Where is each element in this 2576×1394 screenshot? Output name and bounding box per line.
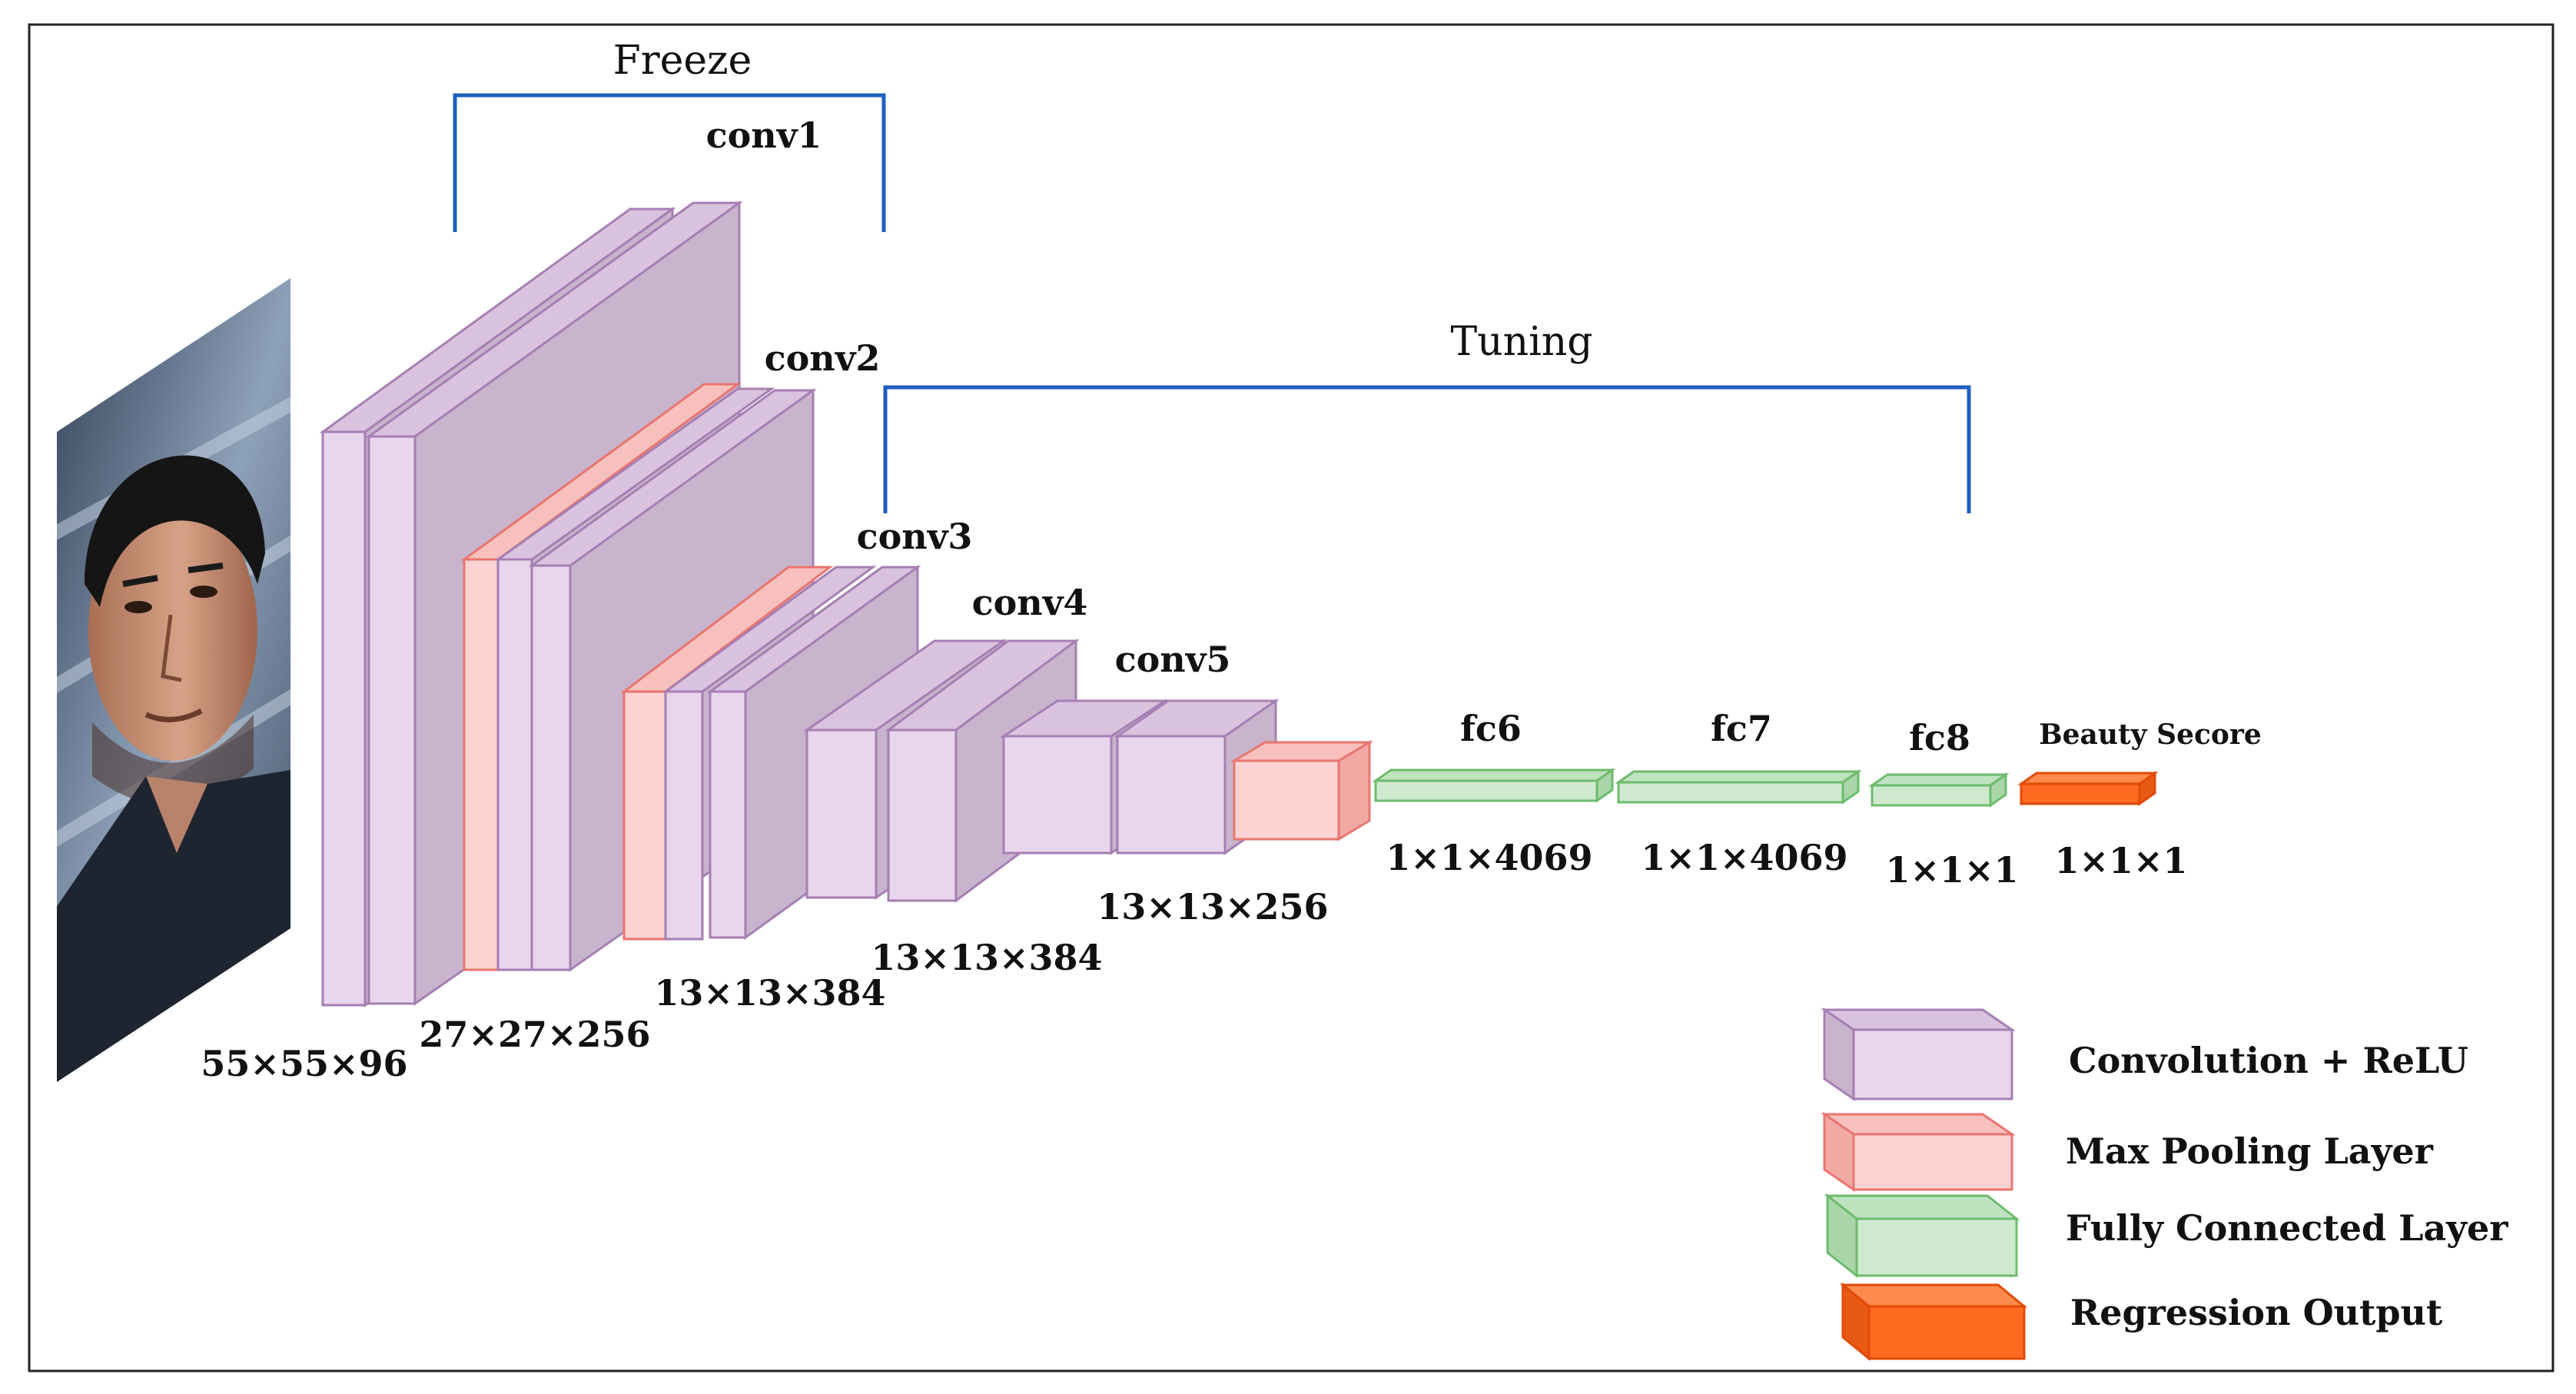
fc8-bar [1868,772,2010,808]
fc7-bar [1615,769,1862,805]
legend: Convolution + ReLU Max Pooling Layer Ful… [1821,1007,2508,1362]
conv5-dims: 13×13×256 [1097,886,1328,928]
face-photo-icon [57,278,290,1082]
conv2-label: conv2 [765,337,881,379]
conv5-block [999,699,1374,855]
fc8-label: fc8 [1909,717,1970,758]
fc6-dims: 1×1×4069 [1386,837,1592,878]
legend-pool-swatch [1821,1112,2016,1192]
figure-frame [28,23,2554,1372]
conv4-dims: 13×13×384 [871,937,1102,978]
conv1-label: conv1 [706,115,822,156]
fc8-dims: 1×1×1 [1885,849,2018,891]
fc7-label: fc7 [1711,708,1772,749]
conv2-slab-1 [494,387,775,971]
conv3-pool-slab [620,566,834,941]
tuning-bracket: Tuning [883,319,1971,513]
conv5-label: conv5 [1115,639,1231,680]
conv5-pool [1230,740,1374,841]
legend-conv-label: Convolution + ReLU [2069,1040,2468,1081]
freeze-label: Freeze [613,38,752,84]
legend-fc-swatch [1824,1193,2020,1279]
legend-reg-swatch [1839,1282,2028,1362]
fc7-dims: 1×1×4069 [1641,837,1847,878]
output-dims: 1×1×1 [2054,840,2187,881]
conv2-dims: 27×27×256 [419,1014,650,1055]
conv4-label: conv4 [972,582,1088,623]
conv3-label: conv3 [857,516,973,557]
regression-output-bar [2017,771,2159,806]
legend-conv-swatch [1821,1007,2016,1101]
conv3-dims: 13×13×384 [654,972,885,1014]
conv1-dims: 55×55×96 [201,1043,407,1084]
freeze-bracket: Freeze [453,38,886,232]
tuning-label: Tuning [1450,319,1592,365]
fc6-label: fc6 [1460,708,1522,749]
conv3-slab-1 [662,566,877,941]
legend-pool-label: Max Pooling Layer [2066,1130,2434,1172]
legend-fc-label: Fully Connected Layer [2066,1207,2508,1249]
conv2-pool-slab [460,383,742,971]
fc6-bar [1372,768,1616,803]
output-label: Beauty Secore [2039,719,2262,751]
legend-reg-label: Regression Output [2070,1292,2443,1333]
